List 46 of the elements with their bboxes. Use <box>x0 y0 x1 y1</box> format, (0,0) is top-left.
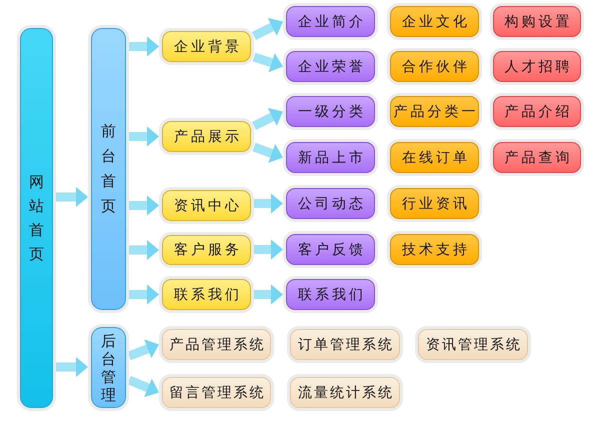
arrow <box>252 142 285 163</box>
arrow <box>252 107 286 130</box>
page-box: 技术支持 <box>387 231 482 268</box>
page-box: 联系我们 <box>283 276 378 313</box>
page-box: 一级分类 <box>283 93 378 130</box>
page-box: 企业文化 <box>387 3 482 40</box>
arrow <box>129 240 159 260</box>
category-box: 资讯中心 <box>159 187 254 224</box>
arrow <box>127 376 161 398</box>
system-box: 订单管理系统 <box>287 326 403 363</box>
arrow <box>254 240 283 260</box>
page-box: 在线订单 <box>387 139 482 176</box>
arrow <box>56 357 88 377</box>
page-box: 新品上市 <box>283 139 378 176</box>
arrow <box>129 284 159 304</box>
category-box: 客户服务 <box>159 232 254 268</box>
arrow <box>129 126 159 146</box>
page-box: 企业荣誉 <box>283 48 378 85</box>
page-box: 行业资讯 <box>387 185 482 222</box>
page-box: 公司动态 <box>283 185 378 222</box>
system-box: 产品管理系统 <box>159 326 274 363</box>
arrow <box>56 187 88 207</box>
page-box: 合作伙伴 <box>387 48 482 85</box>
arrow <box>252 52 284 72</box>
category-box: 企业背景 <box>159 28 254 65</box>
arrow <box>127 339 161 360</box>
arrow <box>129 36 159 56</box>
arrow <box>254 284 283 304</box>
page-box: 产品查询 <box>490 139 584 176</box>
system-box: 留言管理系统 <box>159 374 274 411</box>
arrow <box>129 196 159 216</box>
system-box: 资讯管理系统 <box>415 326 531 363</box>
arrow <box>254 194 283 214</box>
category-box: 联系我们 <box>159 276 254 313</box>
page-box: 客户反馈 <box>283 231 378 268</box>
page-box: 构购设置 <box>490 3 584 40</box>
root-box: 网站首页 <box>17 25 56 411</box>
section-box: 后台管理 <box>88 324 129 411</box>
system-box: 流量统计系统 <box>287 374 403 411</box>
page-box: 人才招聘 <box>490 48 584 85</box>
section-box: 前台首页 <box>88 25 129 313</box>
arrow <box>252 17 286 40</box>
page-box: 产品分类一 <box>387 93 482 130</box>
category-box: 产品展示 <box>159 118 254 155</box>
page-box: 产品介绍 <box>490 93 584 130</box>
page-box: 企业简介 <box>283 3 378 40</box>
